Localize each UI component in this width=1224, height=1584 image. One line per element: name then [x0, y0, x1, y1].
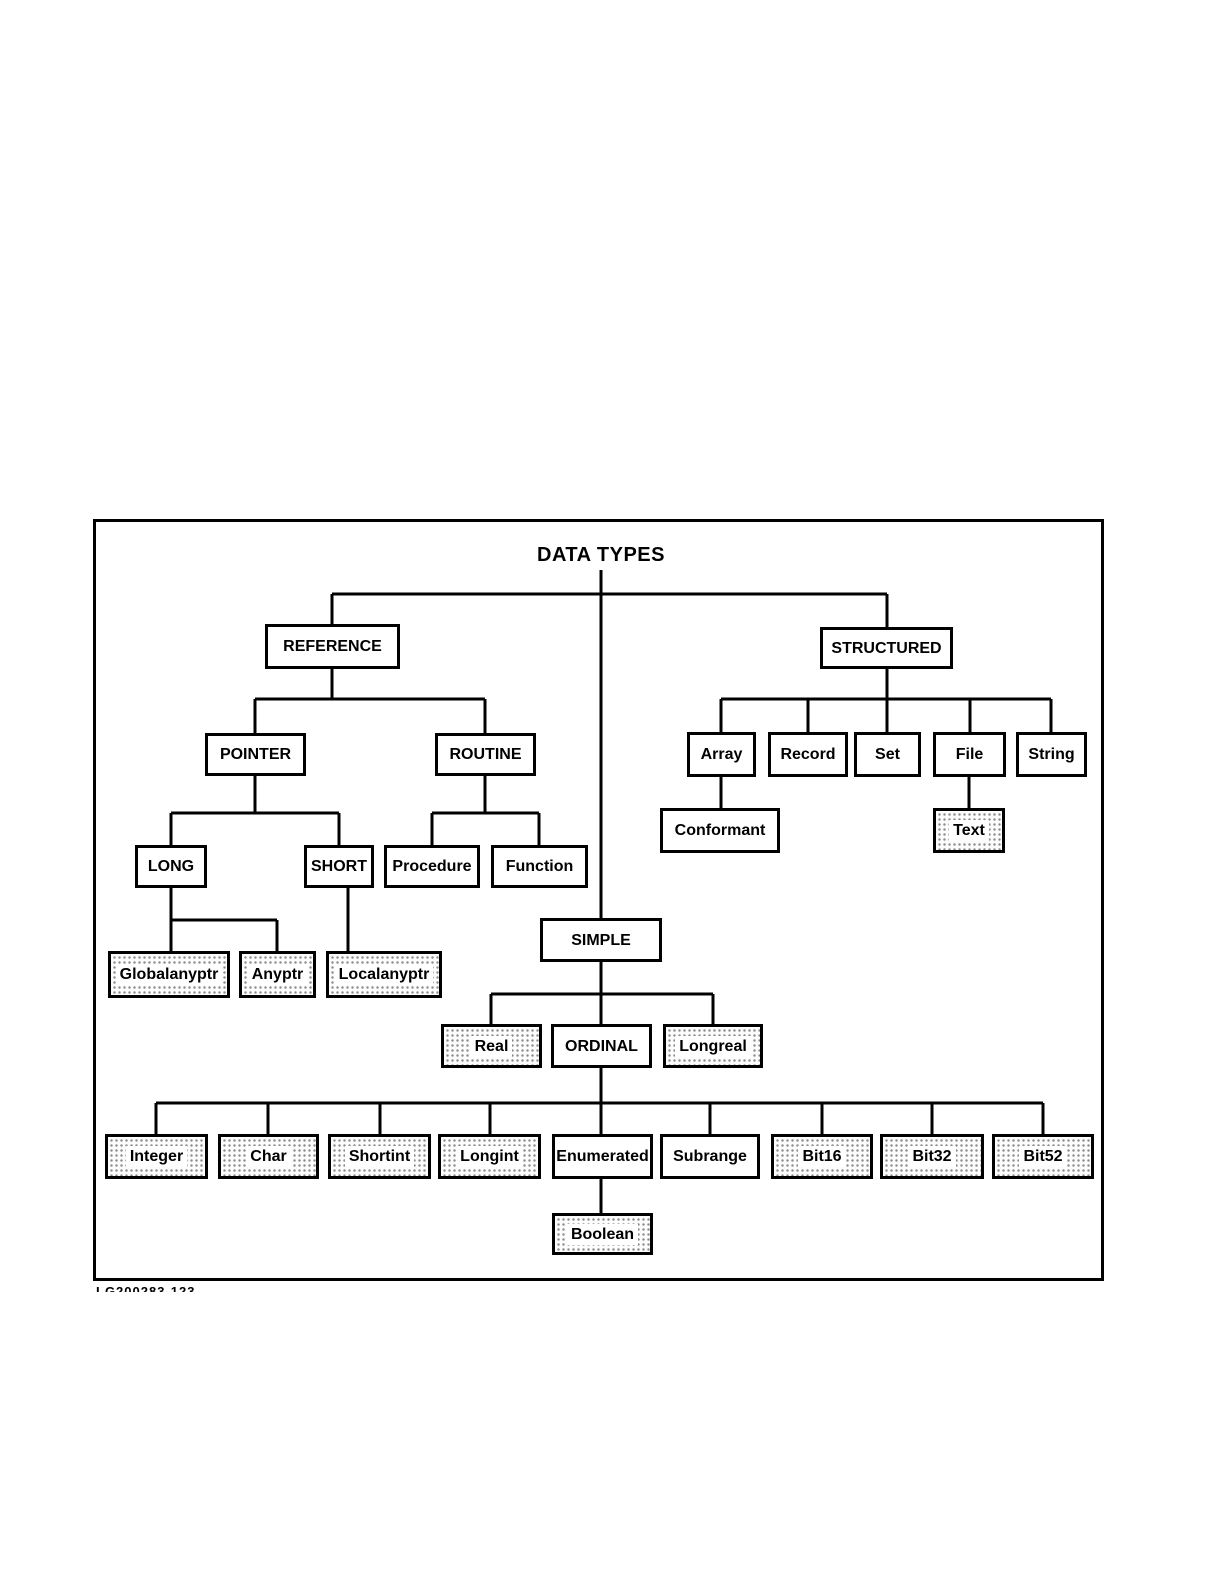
node-label: Bit16 — [798, 1146, 846, 1167]
figure-border — [93, 519, 1104, 1281]
node-label: Integer — [125, 1146, 188, 1167]
node-label: File — [955, 746, 984, 763]
node-label: Localanyptr — [334, 964, 434, 985]
node-label: STRUCTURED — [831, 639, 942, 657]
node-simple: SIMPLE — [540, 918, 662, 962]
node-label: ROUTINE — [449, 746, 522, 763]
node-array: Array — [687, 732, 756, 777]
node-text: Text — [933, 808, 1005, 853]
node-label: Procedure — [392, 858, 472, 875]
node-label: Boolean — [566, 1223, 639, 1245]
node-label: Text — [949, 820, 989, 841]
node-enumerated: Enumerated — [552, 1134, 653, 1179]
node-label: Enumerated — [556, 1148, 649, 1165]
node-label: LONG — [147, 858, 195, 875]
node-record: Record — [768, 732, 848, 777]
node-subrange: Subrange — [660, 1134, 760, 1179]
node-label: String — [1028, 746, 1075, 763]
node-anyptr: Anyptr — [239, 951, 316, 998]
node-label: Array — [700, 746, 743, 763]
node-label: Globalanyptr — [115, 964, 223, 985]
node-longreal: Longreal — [663, 1024, 763, 1068]
node-pointer: POINTER — [205, 733, 306, 776]
node-reference: REFERENCE — [265, 624, 400, 669]
node-label: Char — [246, 1146, 291, 1167]
node-label: Subrange — [673, 1148, 747, 1165]
node-label: Record — [780, 746, 836, 763]
node-long: LONG — [135, 845, 207, 888]
node-structured: STRUCTURED — [820, 627, 953, 669]
node-string: String — [1016, 732, 1087, 777]
node-label: Function — [505, 858, 574, 875]
node-real: Real — [441, 1024, 542, 1068]
figure-code: LG200283-123 — [96, 1284, 196, 1292]
node-bit32: Bit32 — [880, 1134, 984, 1179]
node-ordinal: ORDINAL — [551, 1024, 652, 1068]
node-longint: Longint — [438, 1134, 541, 1179]
node-label: Longint — [456, 1146, 523, 1167]
node-conformant: Conformant — [660, 808, 780, 853]
node-label: ORDINAL — [565, 1037, 638, 1055]
node-routine: ROUTINE — [435, 733, 536, 776]
node-label: Bit32 — [908, 1146, 956, 1167]
node-set: Set — [854, 732, 921, 777]
node-label: REFERENCE — [283, 638, 382, 655]
node-globalanyptr: Globalanyptr — [108, 951, 230, 998]
node-localanyptr: Localanyptr — [326, 951, 442, 998]
node-label: Longreal — [675, 1035, 751, 1057]
diagram-title: DATA TYPES — [537, 544, 665, 566]
node-char: Char — [218, 1134, 319, 1179]
node-label: Set — [875, 746, 900, 763]
node-label: SIMPLE — [571, 931, 631, 949]
node-boolean: Boolean — [552, 1213, 653, 1255]
node-label: Anyptr — [247, 964, 308, 985]
node-label: Bit52 — [1019, 1146, 1067, 1167]
node-label: Conformant — [674, 822, 766, 839]
node-integer: Integer — [105, 1134, 208, 1179]
node-bit16: Bit16 — [771, 1134, 873, 1179]
node-procedure: Procedure — [384, 845, 480, 888]
node-shortint: Shortint — [328, 1134, 431, 1179]
node-file: File — [933, 732, 1006, 777]
node-bit52: Bit52 — [992, 1134, 1094, 1179]
node-label: Real — [470, 1035, 513, 1057]
node-short: SHORT — [304, 845, 374, 888]
node-label: Shortint — [344, 1146, 415, 1167]
node-label: SHORT — [311, 858, 367, 875]
node-function: Function — [491, 845, 588, 888]
node-label: POINTER — [219, 746, 292, 763]
